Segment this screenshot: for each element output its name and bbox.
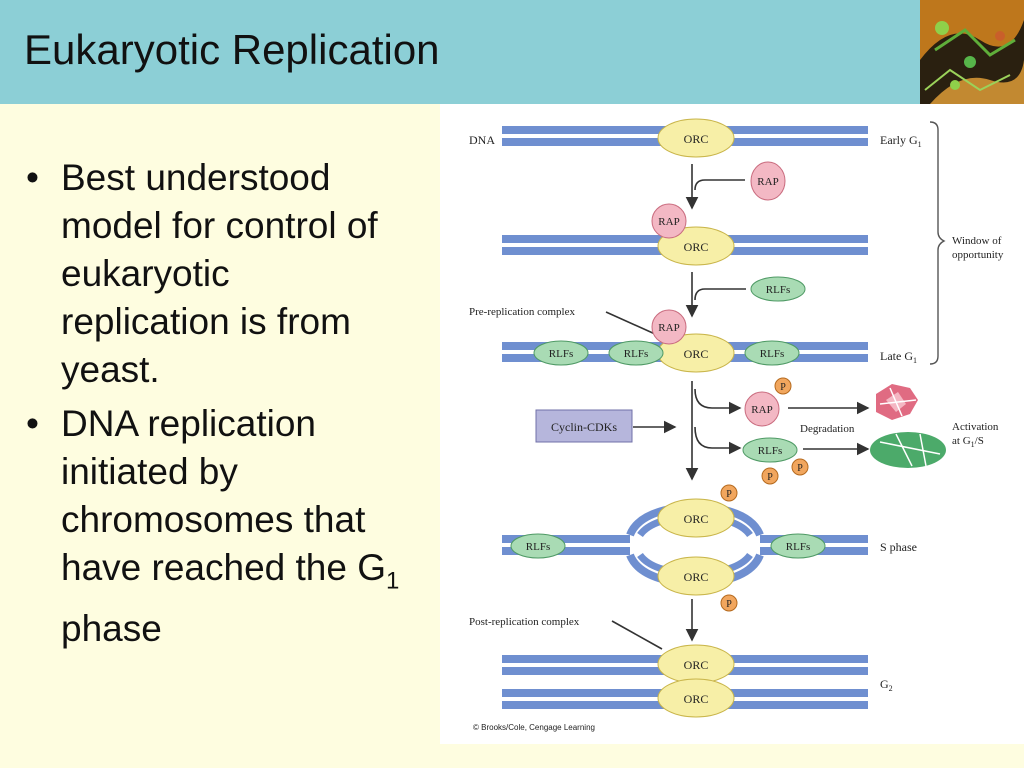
rap-phosphorylated: RAP [744,391,780,427]
g2-label: G2 [880,677,893,693]
phosphate-rlfs-1: P [761,467,779,485]
molecule-image [920,0,1024,104]
rap-bound-late: RAP [651,309,687,345]
cyclin-cdks-label: Cyclin-CDKs [551,420,617,434]
bullet-text: DNA replication initiated by chromosomes… [61,403,366,588]
phosphate-orc-top: P [720,484,738,502]
rlfs-free: RLFs [750,276,806,302]
p-label: P [767,472,773,483]
rap-free: RAP [750,161,786,201]
copyright-label: © Brooks/Cole, Cengage Learning [473,723,595,732]
bullet-list: Best understood model for control of euk… [26,154,406,659]
post-replication-label: Post-replication complex [469,616,580,628]
window-label-1: Window of [952,235,1002,247]
activation-label-2: at G1/S [952,435,984,449]
orc-label: ORC [684,132,709,146]
late-g1-label: Late G1 [880,349,917,365]
slide-title: Eukaryotic Replication [24,26,440,73]
rlfs-label: RLFs [624,348,648,360]
phosphate-rap: P [774,377,792,395]
rlfs-s-left: RLFs [510,533,566,559]
p-label: P [780,382,786,393]
pre-replication-label: Pre-replication complex [469,306,575,318]
orc-s-bottom: ORC [657,556,735,596]
rlfs-label: RLFs [549,348,573,360]
rap-label: RAP [757,176,778,188]
p-label: P [797,463,803,474]
orc-label: ORC [684,658,709,672]
window-brace [929,121,946,365]
rap-label: RAP [658,322,679,334]
title-bar: Eukaryotic Replication [0,0,1024,104]
orc-label: ORC [684,692,709,706]
rap-label: RAP [751,404,772,416]
bullet-item: DNA replication initiated by chromosomes… [26,400,406,653]
degraded-rlfs-fragments [870,432,946,468]
rlfs-label: RLFs [766,284,790,296]
orc-g2-b: ORC [657,678,735,718]
orc-label: ORC [684,347,709,361]
rlfs-late-3: RLFs [744,340,800,366]
s-phase-label: S phase [880,540,917,554]
orc-label: ORC [684,240,709,254]
early-g1-label: Early G1 [880,133,922,149]
degraded-rap-fragments [876,384,918,420]
rap-bound-row2: RAP [651,203,687,239]
rlfs-phosphorylated: RLFs [742,437,798,463]
p-label: P [726,489,732,500]
orc-label: ORC [684,512,709,526]
orc-g2-a: ORC [657,644,735,684]
phosphate-orc-bottom: P [720,594,738,612]
bullet-text-g: G [357,547,386,588]
rlfs-label: RLFs [526,541,550,553]
replication-diagram: Cyclin-CDKs ORC ORC ORC ORC ORC ORC ORC … [440,104,1024,744]
bullet-text: Best understood model for control of euk… [61,157,378,390]
bullet-item: Best understood model for control of euk… [26,154,406,394]
rlfs-label: RLFs [758,445,782,457]
activation-label-1: Activation [952,421,999,433]
rlfs-label: RLFs [786,541,810,553]
p-label: P [726,599,732,610]
rap-label: RAP [658,216,679,228]
cyclin-cdks-box [535,409,633,443]
orc-s-top: ORC [657,498,735,538]
bullet-subscript: 1 [386,567,400,595]
orc-late-g1: ORC [657,333,735,373]
dna-label: DNA [469,133,495,147]
bullet-text-tail: phase [61,608,162,650]
rlfs-label: RLFs [760,348,784,360]
flow-arrows [605,164,870,650]
orc-label: ORC [684,570,709,584]
rlfs-late-2: RLFs [608,340,664,366]
window-label-2: opportunity [952,249,1004,261]
rlfs-s-right: RLFs [770,533,826,559]
orc-early-g1: ORC [657,118,735,158]
phosphate-rlfs-2: P [791,458,809,476]
rlfs-late-1: RLFs [533,340,589,366]
degradation-label: Degradation [800,423,855,435]
